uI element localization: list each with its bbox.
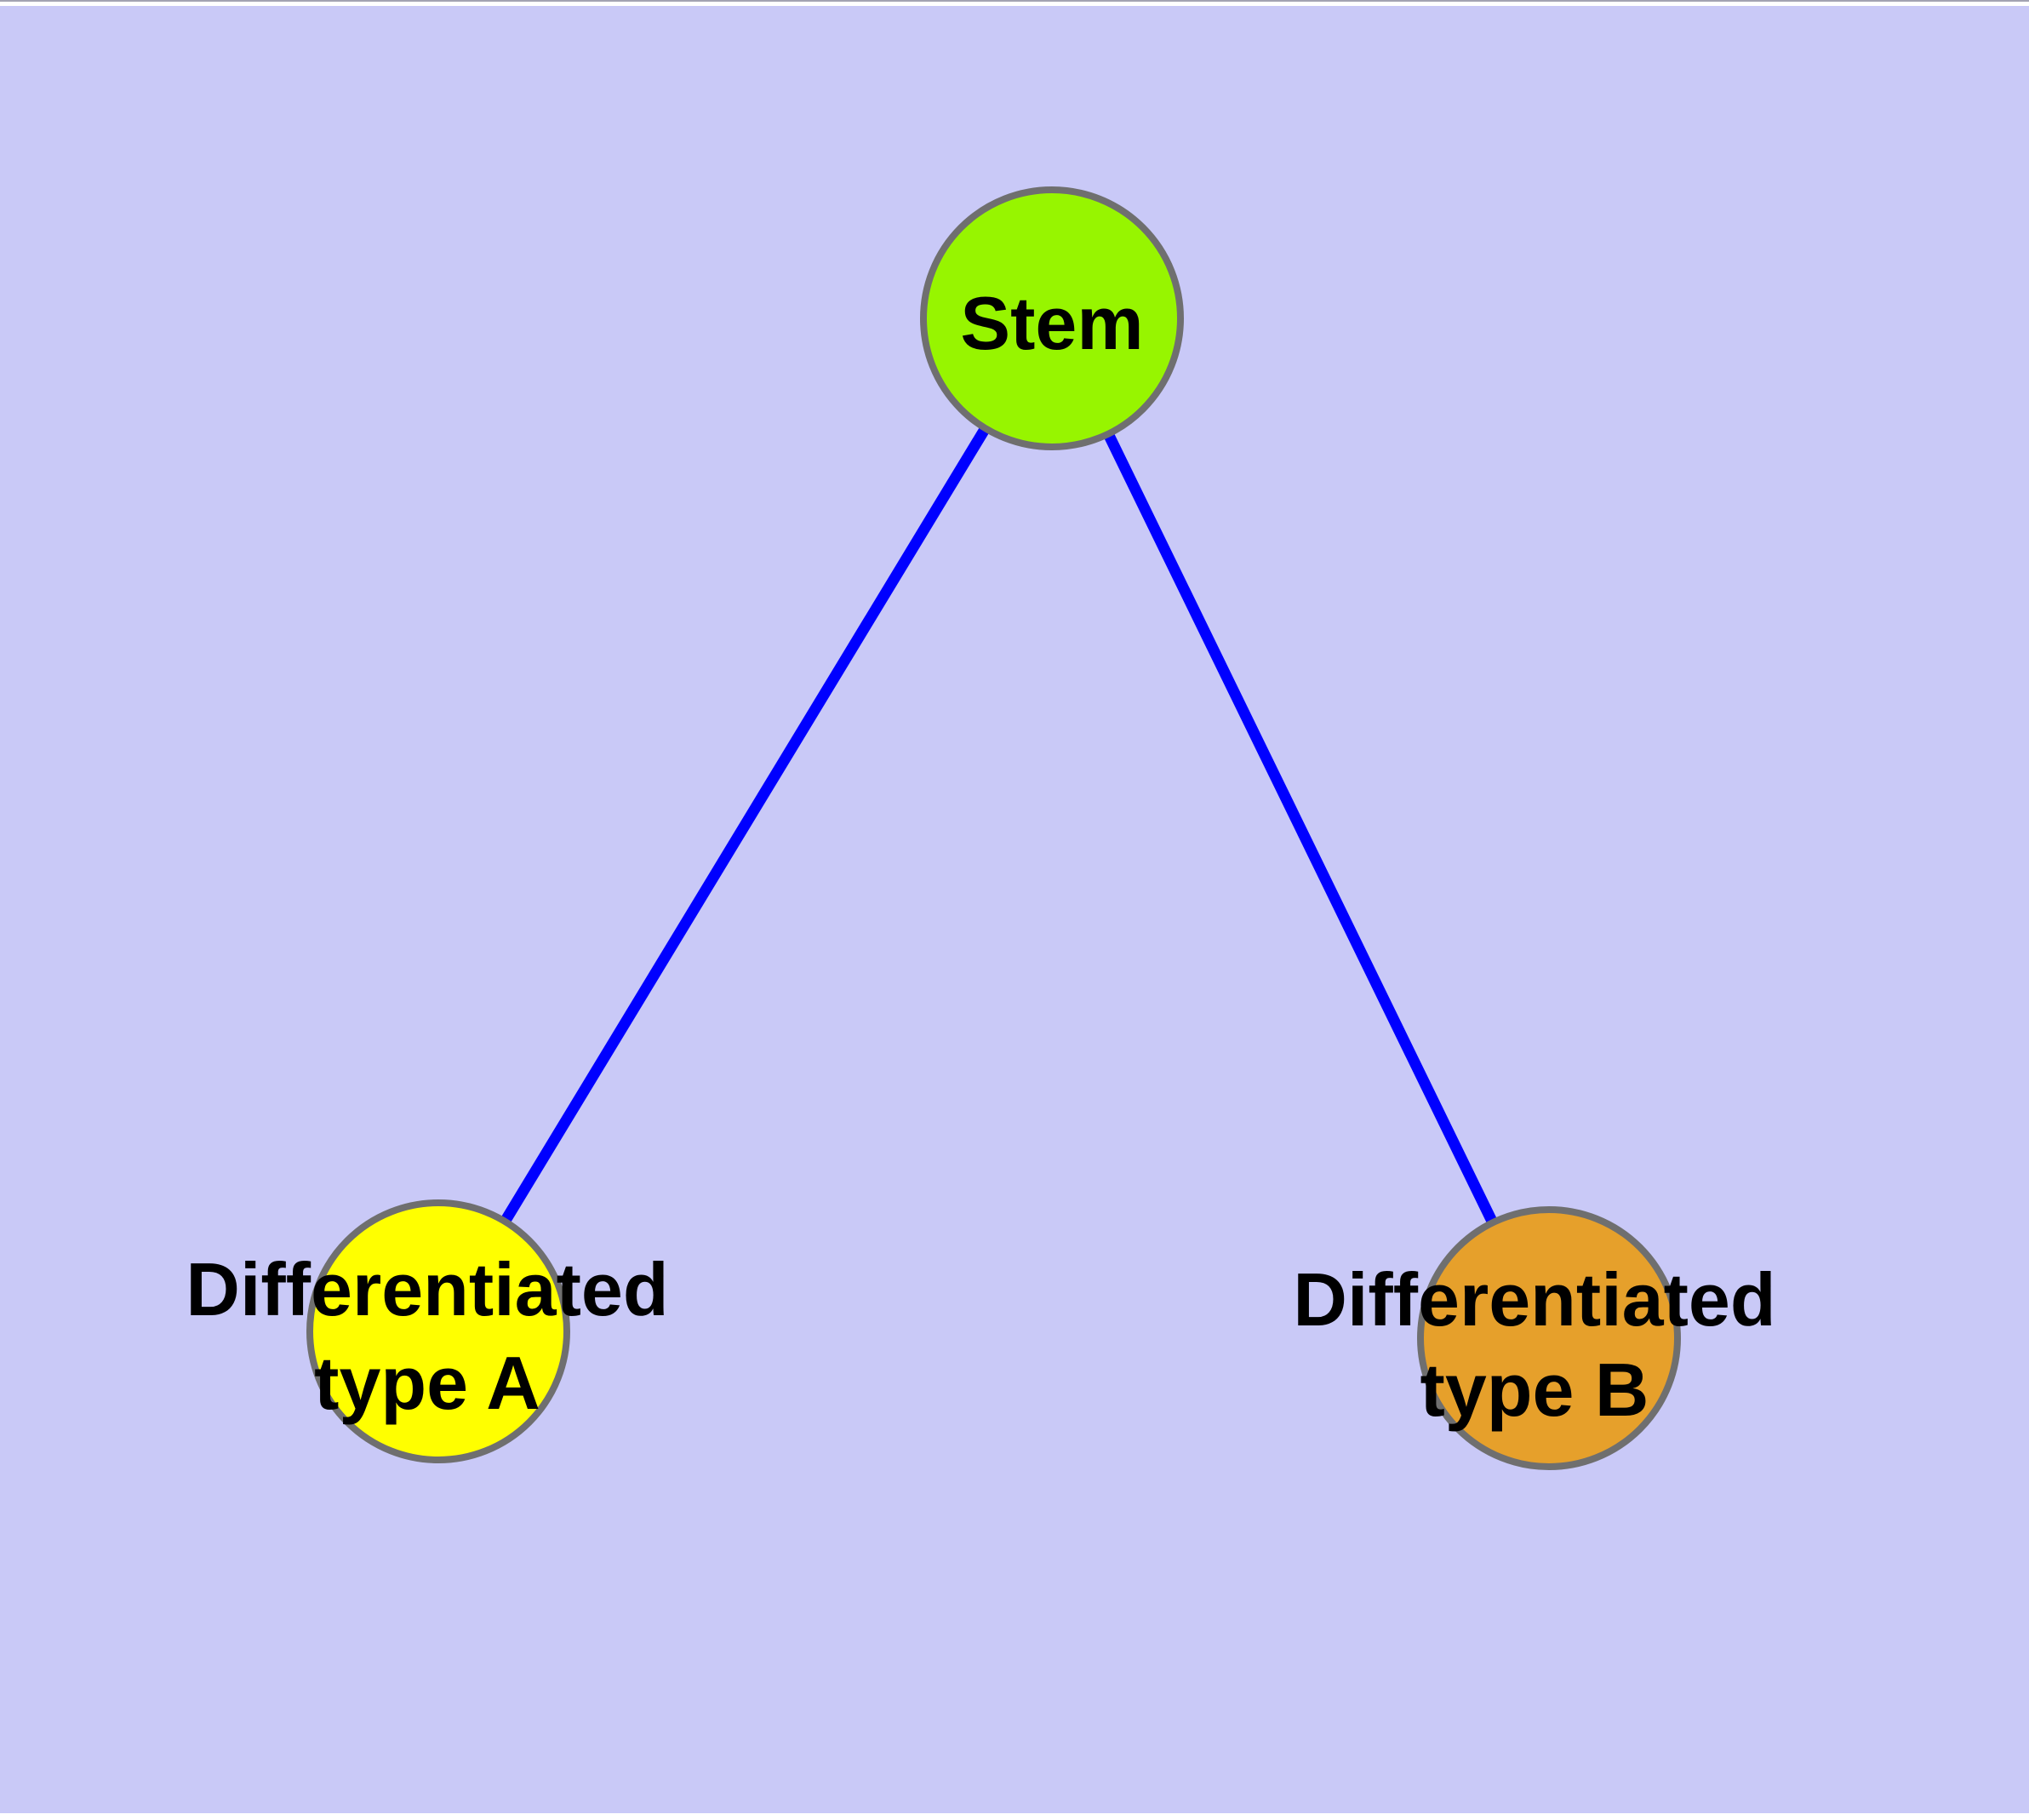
stem-label: Stem bbox=[960, 281, 1143, 365]
type-b-label-line1: Differentiated bbox=[1293, 1257, 1775, 1342]
edges bbox=[433, 315, 1554, 1341]
type-a-label-line2: type A bbox=[314, 1341, 540, 1425]
edge-stem-to-type-a bbox=[433, 315, 1057, 1335]
node-stem bbox=[920, 186, 1184, 450]
top-hairline bbox=[0, 0, 2029, 2]
nodes bbox=[306, 186, 1681, 1470]
node-differentiated-type-a bbox=[306, 1199, 570, 1463]
node-labels: Stem Differentiated type A Differentiate… bbox=[186, 281, 1775, 1432]
type-a-label-line1: Differentiated bbox=[186, 1247, 668, 1331]
type-b-label-line2: type B bbox=[1420, 1348, 1649, 1432]
node-differentiated-type-b bbox=[1417, 1206, 1681, 1470]
edge-stem-to-type-b bbox=[1047, 316, 1554, 1341]
